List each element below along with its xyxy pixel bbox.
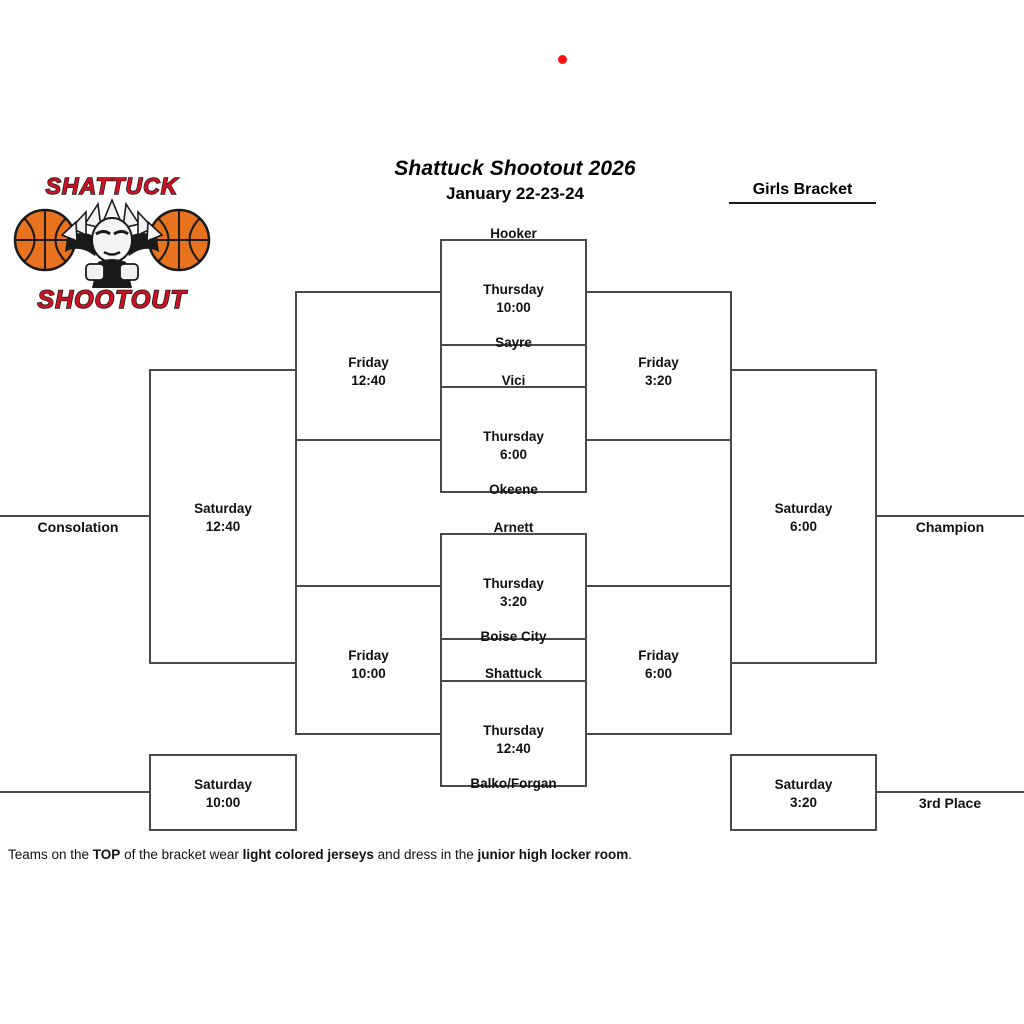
game-4-bottom-team: Balko/Forgan: [470, 776, 557, 791]
semi-upper-box: [585, 291, 732, 441]
consolation-outcome-label: Consolation: [37, 519, 119, 535]
game-3-time: 3:20: [499, 594, 528, 609]
jersey-instructions-note: Teams on the TOP of the bracket wear lig…: [8, 845, 632, 864]
game-4-day: Thursday: [483, 723, 544, 738]
consolation-time: 12:40: [205, 519, 241, 534]
game-3-day: Thursday: [483, 576, 544, 591]
note-bold-jerseys: light colored jerseys: [242, 847, 374, 862]
red-dot-marker: [558, 55, 567, 64]
loser-lower-time: 10:00: [351, 666, 386, 681]
consolation-semifinal-time: 10:00: [205, 795, 241, 810]
semi-lower-time: 6:00: [644, 666, 673, 681]
game-3-bottom-team: Boise City: [480, 629, 547, 644]
note-bold-top: TOP: [92, 847, 121, 862]
loser-lower-day: Friday: [348, 648, 389, 663]
third-place-time: 3:20: [789, 795, 818, 810]
game-1-day: Thursday: [483, 282, 544, 297]
logo-top-word: SHATTUCK: [46, 173, 179, 199]
note-bold-locker-room: junior high locker room: [477, 847, 629, 862]
loser-upper-box: [295, 291, 442, 441]
game-2-time: 6:00: [499, 447, 528, 462]
game-1-time: 10:00: [496, 300, 531, 315]
semi-upper-time: 3:20: [644, 373, 673, 388]
logo-bottom-word: SHOOTOUT: [37, 286, 188, 314]
game-3-top-team: Arnett: [493, 520, 534, 535]
championship-day: Saturday: [774, 501, 833, 516]
note-part-2: of the bracket wear: [120, 847, 243, 862]
loser-upper-day: Friday: [348, 355, 389, 370]
game-4-top-team: Shattuck: [484, 666, 542, 681]
note-part-3: and dress in the: [373, 847, 478, 862]
game-2-day: Thursday: [483, 429, 544, 444]
game-1-top-team: Hooker: [490, 226, 537, 241]
third-place-outcome-label: 3rd Place: [918, 795, 982, 811]
bracket-division-label: Girls Bracket: [729, 181, 876, 204]
loser-upper-time: 12:40: [351, 373, 386, 388]
game-2-top-team: Vici: [501, 373, 526, 388]
event-title: Shattuck Shootout 2026: [394, 157, 636, 180]
title-block: Shattuck Shootout 2026 January 22-23-24: [250, 156, 780, 206]
shattuck-shootout-logo: SHATTUCK SHOOTOUT: [12, 168, 212, 318]
semi-upper-day: Friday: [638, 355, 679, 370]
champion-outcome-label: Champion: [915, 519, 985, 535]
game-4-time: 12:40: [496, 741, 531, 756]
consolation-semifinal-day: Saturday: [194, 777, 252, 792]
event-dates: January 22-23-24: [446, 184, 584, 203]
championship-time: 6:00: [789, 519, 818, 534]
note-part-1: Teams on the: [8, 847, 93, 862]
consolation-day: Saturday: [194, 501, 252, 516]
game-1-bottom-team: Sayre: [495, 335, 532, 350]
game-2-bottom-team: Okeene: [489, 482, 538, 497]
semi-lower-day: Friday: [638, 648, 679, 663]
note-part-4: .: [628, 847, 633, 862]
third-place-day: Saturday: [774, 777, 833, 792]
